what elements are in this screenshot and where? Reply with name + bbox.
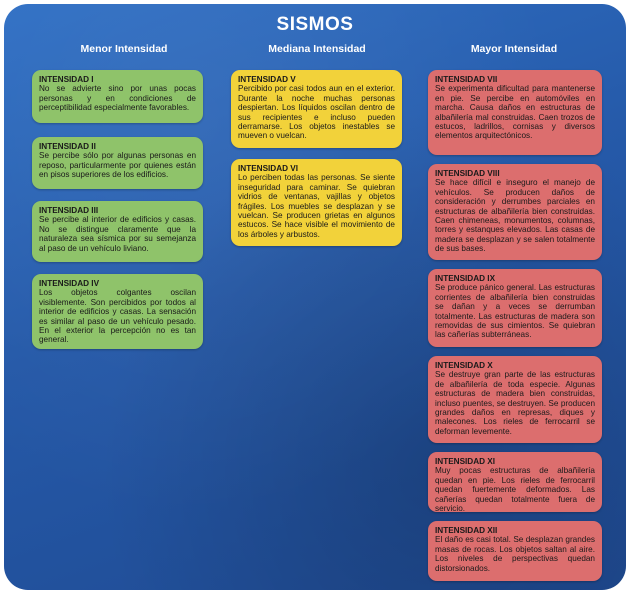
- card-label: INTENSIDAD XII: [435, 526, 498, 535]
- card-text: Se experimenta dificultad para manteners…: [435, 84, 595, 141]
- column-header-menor: Menor Intensidad: [80, 43, 168, 55]
- card-intensidad-v: INTENSIDAD V Percibido por casi todos au…: [231, 70, 402, 148]
- card-label: INTENSIDAD IX: [435, 274, 496, 283]
- card-intensidad-viii: INTENSIDAD VIII Se hace difícil e insegu…: [428, 164, 602, 260]
- card-text: Muy pocas estructuras de albañilería que…: [435, 466, 595, 514]
- card-text: Percibido por casi todos aun en el exter…: [238, 84, 395, 141]
- card-text: Se percibe al interior de edificios y ca…: [39, 215, 196, 253]
- card-intensidad-vi: INTENSIDAD VI Lo perciben todas las pers…: [231, 159, 402, 246]
- card-text: Los objetos colgantes oscilan visiblemen…: [39, 288, 196, 345]
- card-label: INTENSIDAD II: [39, 142, 96, 151]
- card-text: Se percibe sólo por algunas personas en …: [39, 151, 196, 180]
- card-intensidad-xii: INTENSIDAD XII El daño es casi total. Se…: [428, 521, 602, 581]
- card-intensidad-x: INTENSIDAD X Se destruye gran parte de l…: [428, 356, 602, 443]
- card-text: No se advierte sino por unas pocas perso…: [39, 84, 196, 113]
- card-text: El daño es casi total. Se desplazan gran…: [435, 535, 595, 573]
- card-label: INTENSIDAD III: [39, 206, 99, 215]
- card-label: INTENSIDAD VII: [435, 75, 498, 84]
- card-intensidad-ix: INTENSIDAD IX Se produce pánico general.…: [428, 269, 602, 347]
- card-intensidad-i: INTENSIDAD I No se advierte sino por una…: [32, 70, 203, 123]
- card-text: Se produce pánico general. Las estructur…: [435, 283, 595, 340]
- card-label: INTENSIDAD IV: [39, 279, 100, 288]
- card-label: INTENSIDAD XI: [435, 457, 496, 466]
- card-intensidad-xi: INTENSIDAD XI Muy pocas estructuras de a…: [428, 452, 602, 514]
- card-intensidad-iii: INTENSIDAD III Se percibe al interior de…: [32, 201, 203, 262]
- card-label: INTENSIDAD I: [39, 75, 94, 84]
- card-text: Se destruye gran parte de las estructura…: [435, 370, 595, 436]
- sismos-panel: SISMOS Menor Intensidad Mediana Intensid…: [4, 4, 626, 590]
- column-header-mediana: Mediana Intensidad: [268, 43, 366, 55]
- card-intensidad-iv: INTENSIDAD IV Los objetos colgantes osci…: [32, 274, 203, 349]
- card-label: INTENSIDAD VI: [238, 164, 299, 173]
- column-header-mayor: Mayor Intensidad: [470, 43, 558, 55]
- card-intensidad-ii: INTENSIDAD II Se percibe sólo por alguna…: [32, 137, 203, 189]
- page-title: SISMOS: [276, 14, 354, 35]
- card-label: INTENSIDAD X: [435, 361, 493, 370]
- card-label: INTENSIDAD VIII: [435, 169, 500, 178]
- card-text: Lo perciben todas las personas. Se sient…: [238, 173, 395, 239]
- card-text: Se hace difícil e inseguro el manejo de …: [435, 178, 595, 254]
- card-intensidad-vii: INTENSIDAD VII Se experimenta dificultad…: [428, 70, 602, 155]
- card-label: INTENSIDAD V: [238, 75, 296, 84]
